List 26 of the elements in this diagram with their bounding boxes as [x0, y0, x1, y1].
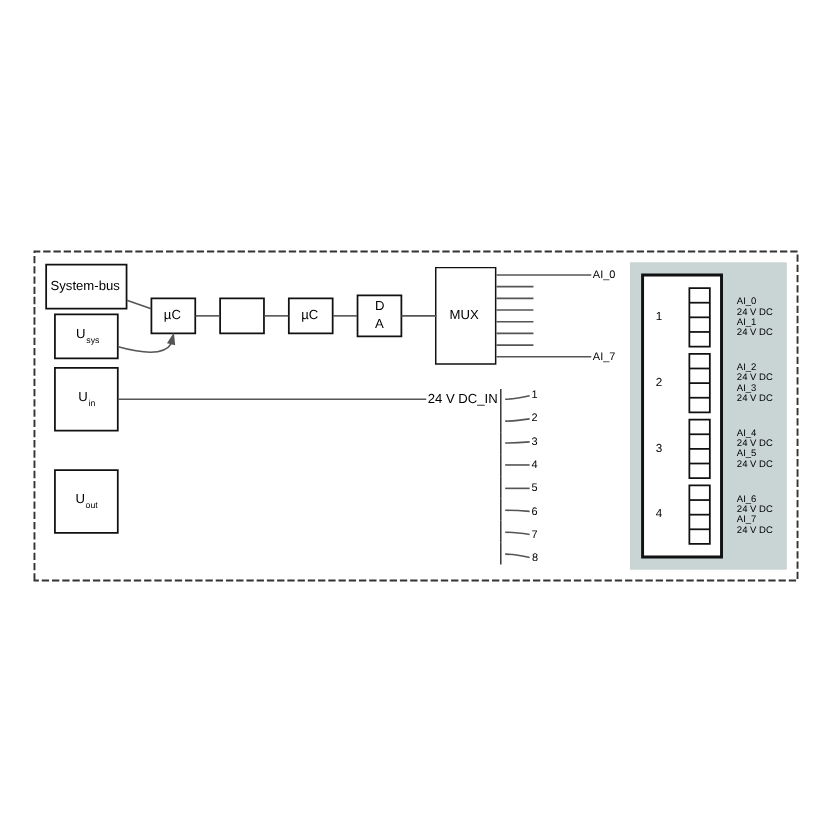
connector — [504, 553, 531, 559]
node-box — [219, 297, 265, 335]
connector — [263, 315, 290, 317]
cluster — [629, 262, 787, 570]
connector — [495, 356, 593, 358]
arrow — [117, 332, 176, 353]
connector — [495, 344, 535, 346]
connector — [495, 309, 535, 311]
connector — [504, 531, 531, 536]
connector — [117, 398, 428, 400]
connector — [495, 274, 593, 276]
connector — [495, 332, 535, 335]
connector — [504, 509, 531, 513]
cluster — [641, 273, 723, 559]
connector — [504, 487, 531, 490]
connector — [332, 315, 358, 317]
connector — [504, 395, 531, 400]
connector — [126, 299, 153, 310]
connector — [495, 285, 535, 288]
connector — [495, 297, 535, 300]
connector — [504, 464, 531, 466]
connector — [504, 418, 531, 422]
connector — [495, 320, 535, 323]
connector — [194, 315, 221, 317]
connector — [504, 441, 531, 444]
connector — [400, 315, 438, 317]
